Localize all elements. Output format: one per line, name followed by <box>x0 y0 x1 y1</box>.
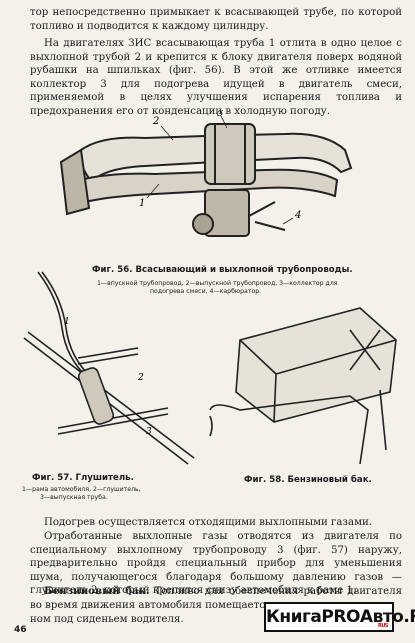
fig56-label-1: 1 <box>139 198 145 209</box>
paragraph-1: тор непосредственно примыкает к всасываю… <box>30 7 402 32</box>
fig57-label-3: 3 <box>146 427 152 437</box>
fig58-caption: Фиг. 58. Бензиновый бак. <box>244 475 372 485</box>
paragraph-2: На двигателях ЗИС всасывающая труба 1 от… <box>30 38 402 117</box>
fig56-illustration: 2 3 1 4 <box>59 110 353 237</box>
fig57-label-2: 2 <box>137 373 144 383</box>
fig56-legend-line1: 1—впускной трубопровод, 2—выпускной труб… <box>97 280 338 287</box>
fig58-illustration <box>209 307 397 465</box>
fig56-label-4: 4 <box>294 210 301 221</box>
fig56-label-2: 2 <box>152 116 159 127</box>
site-watermark[interactable]: КнигаPROАвто.RU RUS <box>264 602 415 632</box>
watermark-sub: RUS <box>377 623 389 629</box>
fig57-legend-line1: 1—рама автомобиля, 2—глушитель, <box>22 486 141 493</box>
fig57-caption: Фиг. 57. Глушитель. <box>32 473 134 483</box>
watermark-text: КнигаPROАвто.RU <box>266 607 415 627</box>
fig56-label-3: 3 <box>217 110 223 119</box>
paragraph-5-text: Топливо для обеспечения работы двигателя… <box>30 586 402 611</box>
fig57-legend-line2: 3—выпускная труба. <box>40 494 108 501</box>
paragraph-5-end: ном под сиденьем водителя. <box>30 614 184 625</box>
paragraph-3: Подогрев осуществляется отходящими выхло… <box>44 517 373 528</box>
page-number: 46 <box>14 625 27 635</box>
fig56-caption: Фиг. 56. Всасывающий и выхлопной трубопр… <box>92 265 353 275</box>
fig56-legend-line2: подогрева смеси, 4—карбюратор. <box>150 288 262 295</box>
fig57-illustration: 1 2 3 <box>23 271 195 465</box>
paragraph-5: Бензиновый бак. Топливо для обеспечения … <box>30 585 402 612</box>
fig57-label-1: 1 <box>64 317 70 327</box>
paragraph-4: Отработанные выхлопные газы отводятся из… <box>30 531 402 597</box>
paragraph-5-title: Бензиновый бак. <box>44 585 150 597</box>
